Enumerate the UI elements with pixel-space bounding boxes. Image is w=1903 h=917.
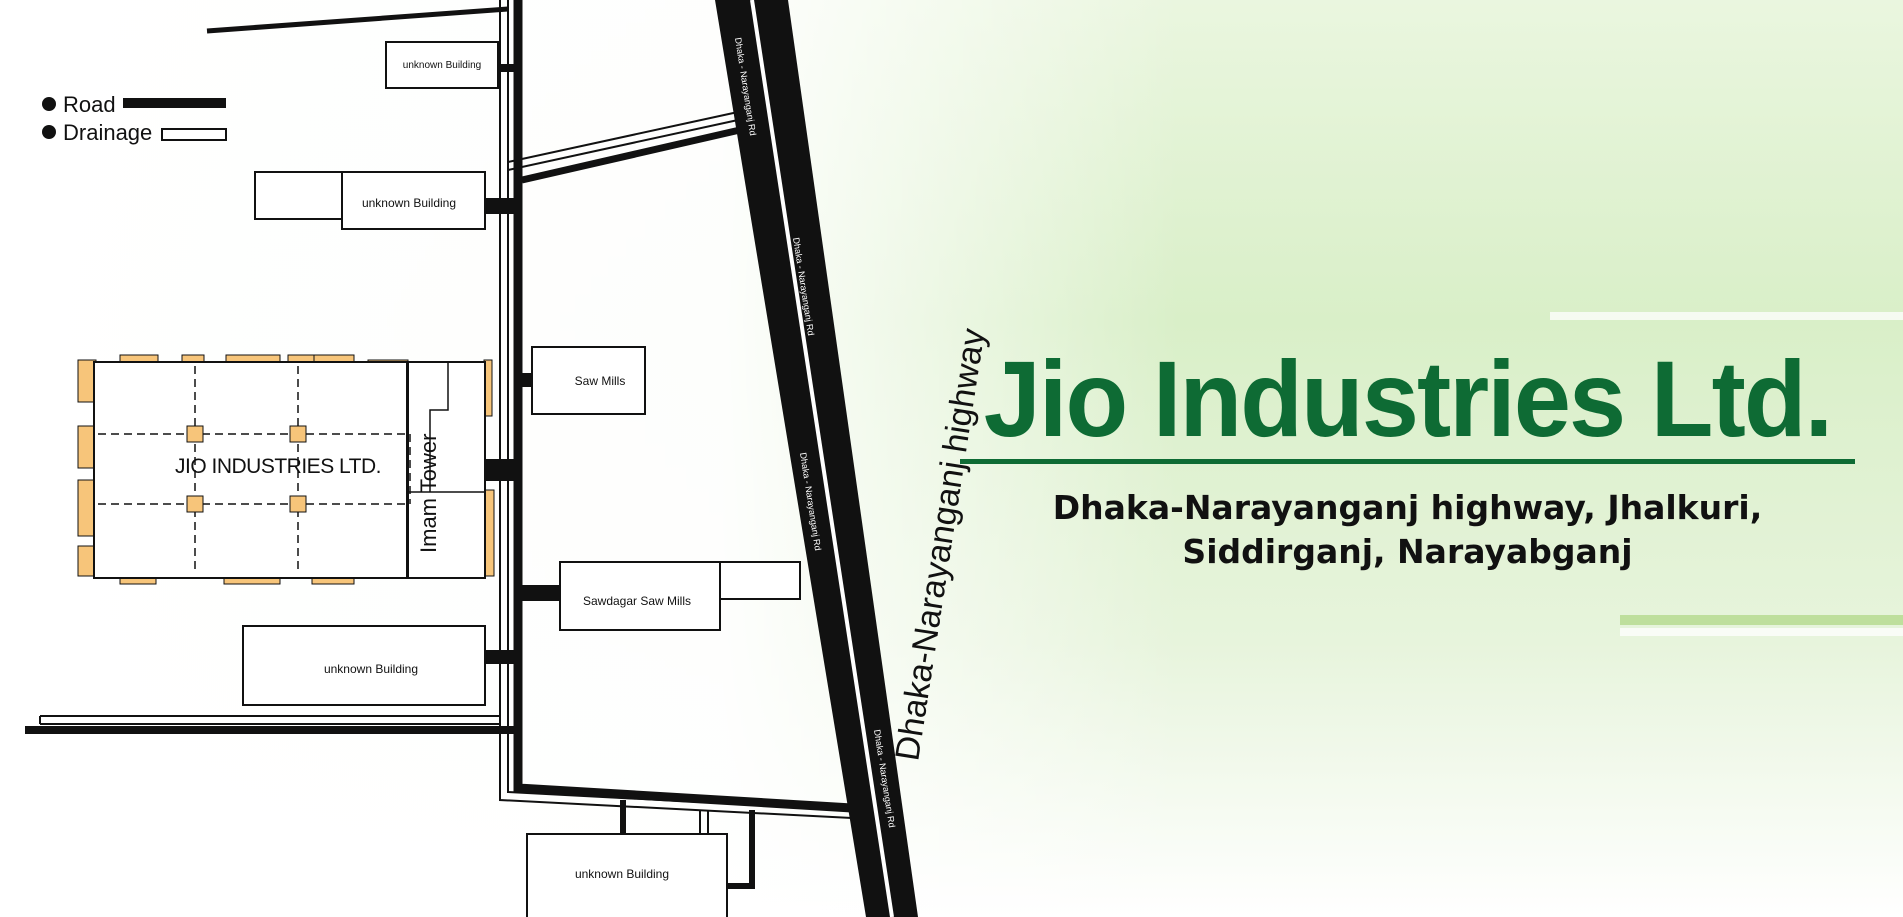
building-outline — [385, 41, 499, 89]
legend-road-bullet — [42, 97, 56, 111]
building-saw-mills: Saw Mills — [531, 346, 646, 415]
building-unknown-top: unknown Building — [385, 41, 499, 89]
drainage-west — [499, 0, 853, 819]
map-legend: Road Drainage — [42, 92, 227, 145]
drainage-west-branch — [39, 715, 500, 725]
factory-label: JIO INDUSTRIES LTD. — [175, 455, 381, 478]
building-label: Saw Mills — [575, 374, 626, 388]
road-bottom-stub-2 — [728, 810, 755, 889]
address-line-2: Siddirganj, Narayabganj — [1182, 532, 1633, 571]
legend-drainage-bullet — [42, 125, 56, 139]
legend-road-label: Road — [63, 92, 116, 117]
legend-drainage-label: Drainage — [63, 120, 152, 145]
building-label: unknown Building — [324, 662, 418, 676]
building-label: unknown Building — [403, 60, 481, 71]
building-outline — [526, 833, 728, 917]
tower-outline — [407, 361, 486, 579]
address-line-1: Dhaka-Narayanganj highway, Jhalkuri, — [1052, 488, 1763, 527]
tower-label: Imam Tower — [416, 434, 441, 553]
jio-factory: JIO INDUSTRIES LTD. Imam Tower — [77, 354, 495, 585]
decor-band — [1550, 312, 1903, 320]
building-sawdagar: Sawdagar Saw Mills — [559, 561, 801, 631]
legend-drainage-swatch — [161, 128, 227, 141]
building-unknown-bottom: unknown Building — [526, 833, 728, 917]
highway-median — [750, 0, 894, 917]
building-annex — [718, 561, 801, 600]
roads — [25, 0, 853, 889]
building-outline — [531, 346, 646, 415]
building-outline — [242, 625, 486, 706]
drainage-upper-branch-inner — [507, 111, 739, 163]
building-label: unknown Building — [362, 196, 456, 210]
building-label: Sawdagar Saw Mills — [583, 594, 691, 608]
building-unknown-lower: unknown Building — [242, 625, 486, 706]
company-underline — [960, 459, 1855, 464]
company-name: Jio Industries Ltd. — [983, 338, 1833, 459]
drainage-bottom-stub — [699, 810, 709, 835]
building-outline — [559, 561, 721, 631]
factory-inner-columns — [186, 425, 307, 513]
building-outline — [341, 171, 486, 230]
road-upper-branch — [521, 126, 741, 184]
company-header: Jio Industries Ltd. Dhaka-Narayanganj hi… — [960, 345, 1855, 574]
road-main-local — [513, 0, 853, 813]
building-unknown-upper: unknown Building — [254, 171, 486, 230]
legend-road-swatch — [123, 98, 226, 108]
building-annex — [254, 171, 344, 220]
highway-body — [715, 0, 918, 917]
decor-band — [1620, 628, 1903, 636]
factory-outline — [93, 361, 408, 579]
company-address: Dhaka-Narayanganj highway, Jhalkuri, Sid… — [960, 486, 1855, 574]
decor-band — [1620, 615, 1903, 625]
drainage-upper-branch — [507, 119, 739, 171]
road-top-left — [206, 6, 509, 34]
highway: Dhaka - Narayanganj Rd Dhaka - Narayanga… — [715, 0, 993, 917]
tower-walls — [407, 362, 484, 578]
building-label: unknown Building — [575, 867, 669, 881]
factory-grid — [98, 366, 411, 574]
buildings: unknown Building unknown Building Saw Mi… — [242, 41, 801, 917]
